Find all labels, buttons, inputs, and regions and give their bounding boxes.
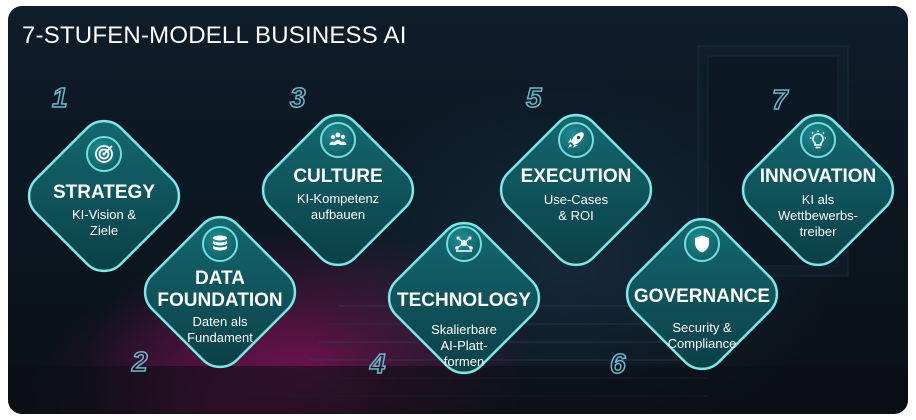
- step-number-7: 7: [771, 83, 788, 116]
- step-description: Use-Cases& ROI: [543, 192, 609, 223]
- step-tile: [741, 113, 895, 267]
- step-strategy: STRATEGY KI-Vision &Ziele: [14, 106, 194, 286]
- step-number-6: 6: [609, 347, 626, 380]
- shield-icon: [684, 226, 720, 262]
- rocket-icon: [558, 122, 594, 158]
- step-number-3: 3: [289, 81, 306, 114]
- step-tile: [27, 119, 181, 273]
- step-governance: GOVERNANCE Security &Compliance: [612, 204, 792, 384]
- step-execution: EXECUTION Use-Cases& ROI: [486, 100, 666, 280]
- database-icon: [202, 226, 238, 262]
- step-number-5: 5: [525, 81, 542, 114]
- step-tile: [143, 215, 297, 369]
- step-number-2: 2: [131, 345, 148, 378]
- network-icon: [446, 226, 482, 262]
- step-tile: [625, 217, 779, 371]
- page-title: 7-STUFEN-MODELL BUSINESS AI: [22, 22, 407, 49]
- step-description: Security &Compliance: [667, 320, 737, 351]
- step-description: KI-Vision &Ziele: [71, 207, 137, 238]
- background-stairs: [8, 45, 908, 414]
- step-heading: CULTURE: [293, 166, 383, 187]
- lightbulb-icon: [800, 122, 836, 158]
- step-tile: [387, 221, 541, 375]
- team-icon: [320, 122, 356, 158]
- step-number-1: 1: [51, 81, 68, 114]
- diagram-frame: 7-STUFEN-MODELL BUSINESS AI 1 STRATEGY K…: [8, 6, 908, 414]
- step-tile: [499, 113, 653, 267]
- step-heading: INNOVATION: [759, 166, 877, 187]
- step-heading: GOVERNANCE: [633, 286, 771, 307]
- step-tile: [261, 113, 415, 267]
- step-heading: TECHNOLOGY: [396, 290, 532, 311]
- step-number-4: 4: [369, 347, 386, 380]
- step-heading: EXECUTION: [520, 166, 632, 187]
- target-icon: [86, 136, 122, 172]
- step-heading: STRATEGY: [52, 182, 156, 203]
